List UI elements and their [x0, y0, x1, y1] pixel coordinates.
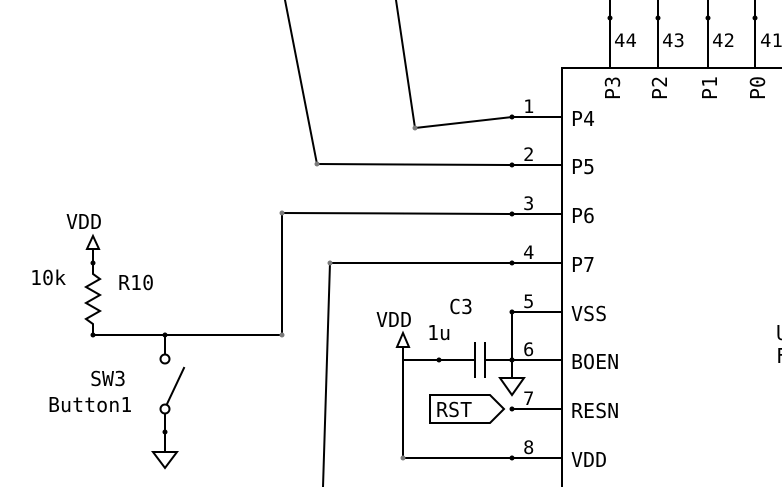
- switch-contact-bottom-icon: [159, 403, 171, 415]
- rst-label: RST: [436, 398, 472, 422]
- top-pin-42: 42 P1: [698, 0, 735, 100]
- left-pin-7: 7 RESN: [509, 388, 619, 423]
- pin-number-4: 4: [523, 242, 534, 264]
- net-p6: [92, 210, 514, 338]
- c3-vdd-label: VDD: [376, 308, 412, 332]
- pin-name-vdd: VDD: [571, 448, 607, 472]
- left-pin-6: 6 BOEN: [509, 339, 619, 374]
- vdd-arrow-icon: [395, 330, 411, 348]
- pin-number-41: 41: [760, 30, 782, 52]
- switch-sw3: SW3 Button1: [48, 334, 186, 470]
- pin-name-p3: P3: [601, 76, 625, 100]
- pin-number-2: 2: [523, 144, 534, 166]
- net-p4: [394, 0, 514, 131]
- pin-name-p6: P6: [571, 204, 595, 228]
- left-pin-2: 2 P5: [509, 144, 595, 179]
- capacitor-c3: VDD C3 1u: [376, 295, 515, 461]
- ic-body: [561, 67, 782, 487]
- net-p5: [283, 0, 514, 167]
- c3-ref: C3: [449, 295, 473, 319]
- pin-number-5: 5: [523, 291, 534, 313]
- c3-value: 1u: [427, 321, 451, 345]
- rst-port: RST: [429, 394, 506, 424]
- pin-name-p0: P0: [746, 76, 770, 100]
- left-pin-8: 8 VDD: [509, 437, 607, 472]
- pin-name-p7: P7: [571, 253, 595, 277]
- ic-value-partial: F: [776, 344, 782, 368]
- pin-number-42: 42: [712, 30, 735, 52]
- pin-number-1: 1: [523, 96, 534, 118]
- r10-ref: R10: [118, 271, 154, 295]
- r10-value: 10k: [30, 266, 66, 290]
- ic-designator-partial: U: [776, 321, 782, 345]
- pin-name-p1: P1: [698, 76, 722, 100]
- pin-name-p4: P4: [571, 107, 595, 131]
- left-pin-4: 4 P7: [509, 242, 595, 277]
- pin-name-p2: P2: [648, 76, 672, 100]
- pin-number-8: 8: [523, 437, 534, 459]
- top-pin-44: 44 P3: [601, 0, 637, 100]
- resistor-r10: VDD 10k R10: [30, 210, 154, 338]
- pin-number-7: 7: [523, 388, 534, 410]
- sw3-ref: SW3: [90, 367, 126, 391]
- vdd-arrow-icon: [85, 233, 101, 250]
- net-p7: [321, 260, 513, 487]
- pin-number-44: 44: [614, 30, 637, 52]
- sw3-value: Button1: [48, 393, 132, 417]
- left-pin-5: 5 VSS: [509, 291, 607, 326]
- pin-name-boen: BOEN: [571, 350, 619, 374]
- pin-number-3: 3: [523, 193, 534, 215]
- top-pin-43: 43 P2: [648, 0, 685, 100]
- r10-vdd-label: VDD: [66, 210, 102, 234]
- ground-icon: [498, 377, 526, 397]
- pin-number-43: 43: [662, 30, 685, 52]
- pin-number-6: 6: [523, 339, 534, 361]
- pin-name-vss: VSS: [571, 302, 607, 326]
- left-pin-3: 3 P6: [509, 193, 595, 228]
- top-pin-41: 41 P0: [746, 0, 782, 100]
- ground-icon: [151, 451, 179, 470]
- resistor-zigzag-icon: [83, 266, 103, 335]
- left-pin-1: 1 P4: [509, 96, 595, 131]
- vss-net: [498, 311, 526, 397]
- pin-name-p5: P5: [571, 155, 595, 179]
- pin-name-resn: RESN: [571, 399, 619, 423]
- switch-contact-top-icon: [159, 353, 171, 365]
- port-tag-icon: [429, 394, 506, 424]
